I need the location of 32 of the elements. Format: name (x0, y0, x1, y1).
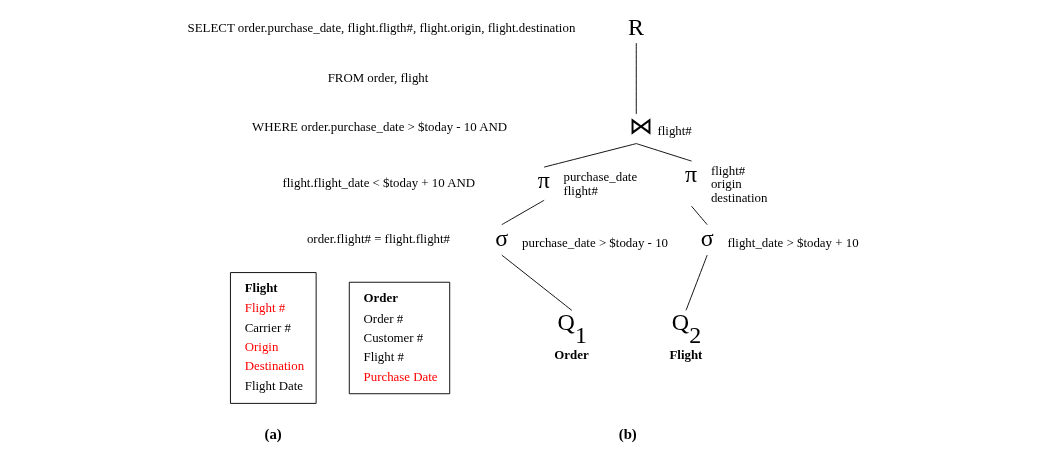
node-text: σ (494, 224, 508, 251)
connector (685, 254, 708, 311)
node-label: flight# (656, 124, 692, 139)
label: WHERE order.purchase_date > $today - 10 AND (251, 120, 507, 135)
node-label: flight# (563, 183, 598, 198)
node-label: destination (710, 191, 767, 206)
node-text: π (684, 160, 697, 187)
node-box: Flight Flight # Carrier # Origin Destination Flight Date (229, 272, 317, 404)
connector (500, 199, 545, 226)
connector (635, 42, 637, 115)
node-box: Order Order # Customer # Flight # Purchase Date (348, 281, 450, 395)
node-text: ⋈ (628, 113, 653, 140)
connector (690, 205, 708, 226)
connector (500, 254, 572, 311)
label: flight.flight_date < $today + 10 AND (282, 176, 475, 191)
node-text: π (537, 167, 550, 194)
label: SELECT order.purchase_date, flight.fligth#, flight.origin, flight.destination (187, 20, 575, 35)
connector (635, 143, 692, 162)
node-label: flight# (710, 163, 745, 178)
node-label: purchase_date (563, 170, 637, 185)
node-text: R (627, 13, 644, 40)
node-label: origin (710, 177, 742, 192)
label: FROM order, flight (327, 70, 428, 85)
label: (b) (618, 426, 637, 443)
node-label: purchase_date > $today - 10 (521, 235, 668, 250)
connector (543, 143, 637, 168)
node-label: Flight (668, 348, 702, 363)
label: (a) (264, 426, 282, 443)
node-label: flight_date > $today + 10 (726, 235, 859, 250)
node-text: σ (700, 224, 714, 251)
node-label: Order (553, 348, 589, 363)
label: order.flight# = flight.flight# (306, 231, 450, 246)
